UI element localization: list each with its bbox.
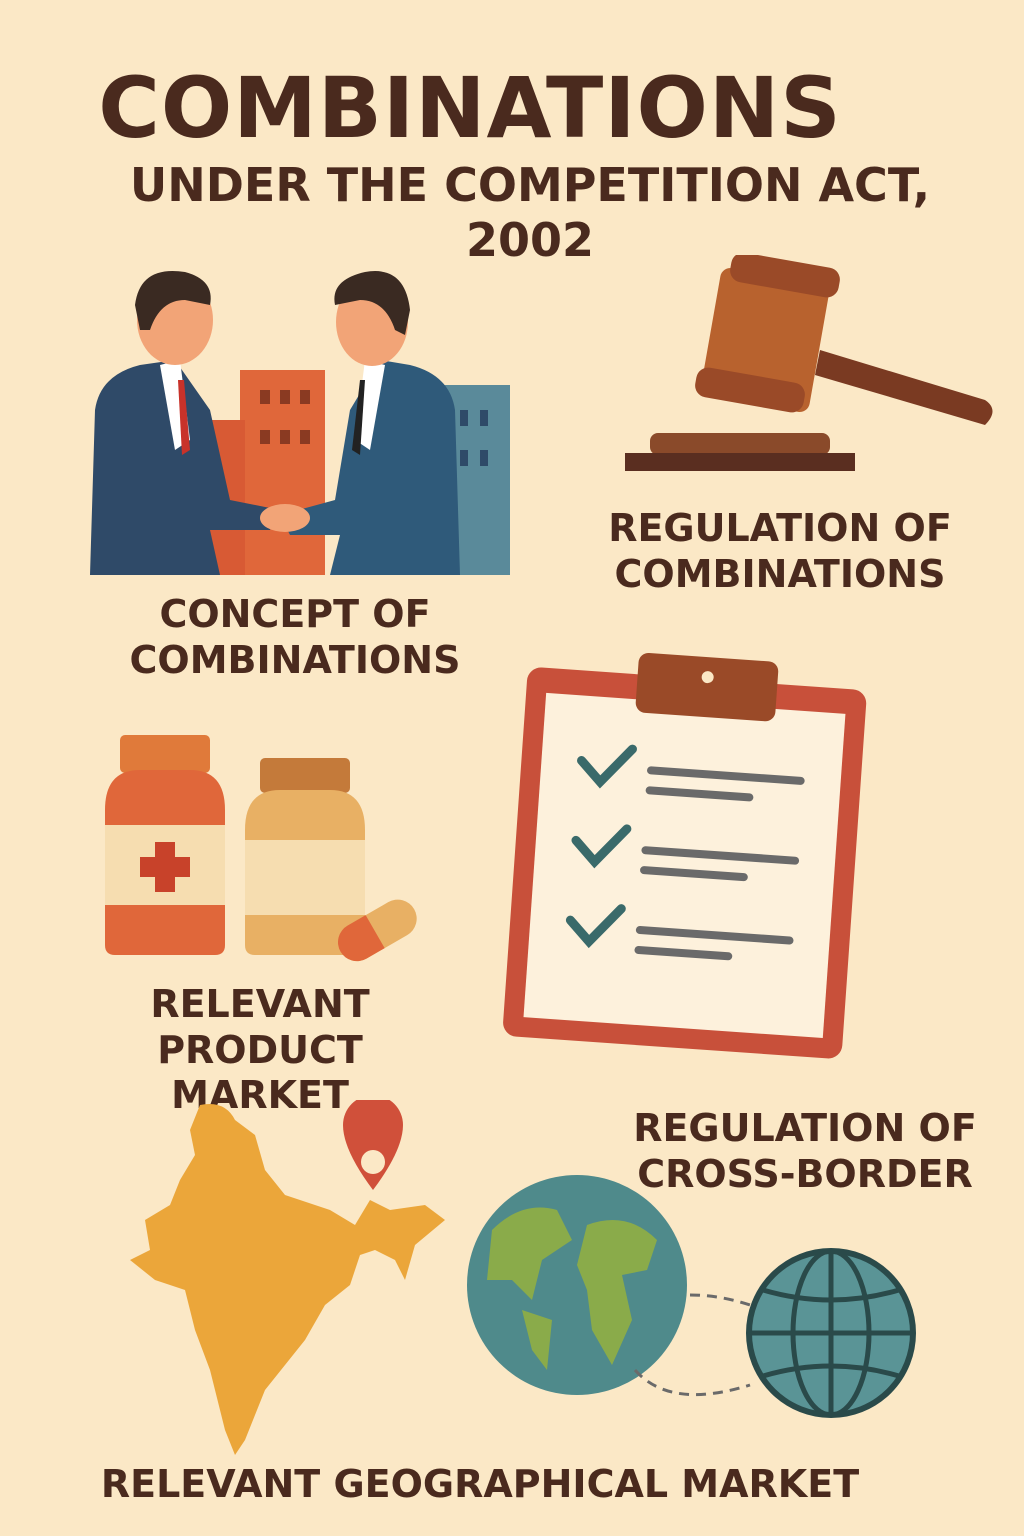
label-concept-of-combinations: CONCEPT OF COMBINATIONS xyxy=(129,592,461,682)
label-regulation-of-combinations: REGULATION OF COMBINATIONS xyxy=(608,506,952,596)
label-relevant-geographical-market: RELEVANT GEOGRAPHICAL MARKET xyxy=(100,1462,860,1506)
dashed-connection-lines xyxy=(633,1293,751,1397)
globe-earth-icon xyxy=(467,1175,687,1395)
gavel-icon xyxy=(625,255,993,471)
page-subtitle: UNDER THE COMPETITION ACT, 2002 xyxy=(129,158,931,268)
label-relevant-product-market: RELEVANT PRODUCT MARKET xyxy=(150,982,370,1118)
india-map-icon xyxy=(130,1100,445,1455)
page-title: COMBINATIONS xyxy=(98,59,842,157)
globe-wireframe-icon xyxy=(746,1248,916,1418)
clipboard-checklist-icon xyxy=(503,652,867,1059)
label-regulation-of-cross-border: REGULATION OF CROSS-BORDER xyxy=(633,1106,977,1196)
handshake-illustration xyxy=(90,270,510,575)
medicine-bottles-icon xyxy=(105,735,417,962)
